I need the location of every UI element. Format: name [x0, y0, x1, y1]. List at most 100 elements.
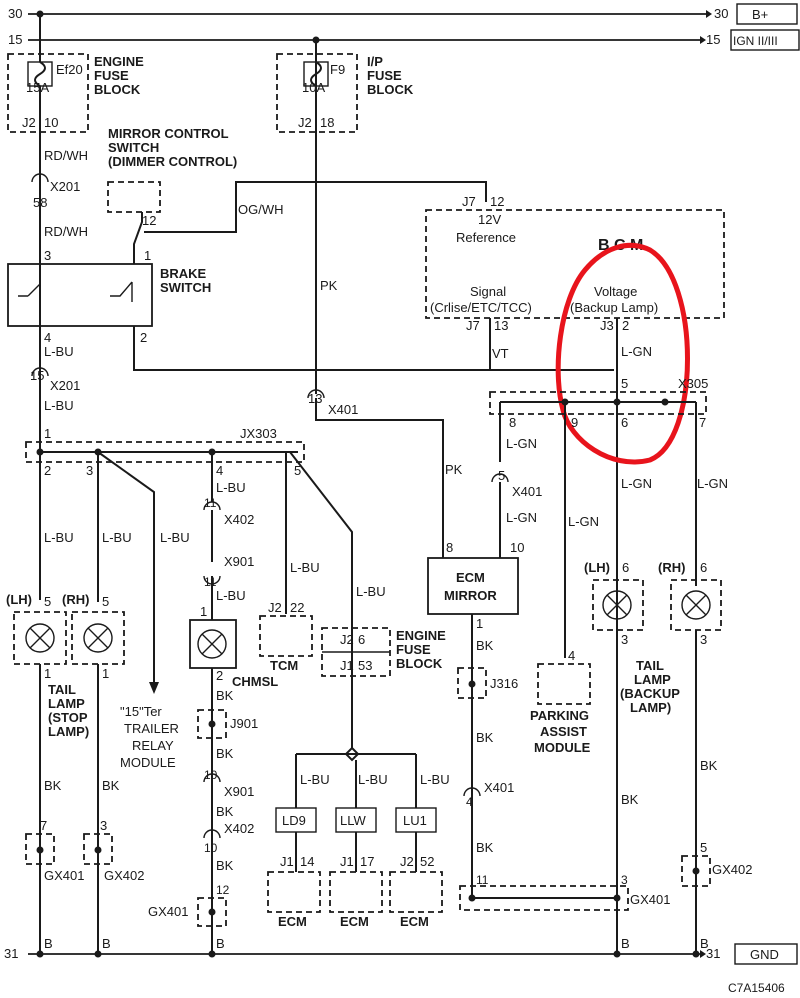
- label-wires-l_bu: L-BU: [356, 584, 386, 599]
- label-pins-x305-0: 8: [509, 415, 516, 430]
- label-bcm-ref_text-0: 12V: [478, 212, 501, 227]
- label-pins-tail_rh-0: 5: [102, 594, 109, 609]
- label-connectors-gx401: GX401: [44, 868, 84, 883]
- label-pins-x305-4: 7: [699, 415, 706, 430]
- label-pins-ecm_mirror-0: 8: [446, 540, 453, 555]
- label-pins-x305-2: 6: [621, 415, 628, 430]
- label-connectors-x402: X402: [224, 512, 254, 527]
- label-components-engine_fuse_block-rows-1-pin: 53: [358, 658, 372, 673]
- label-pins-jx303-1: 2: [44, 463, 51, 478]
- label-bcm-signal_pin: 13: [494, 318, 508, 333]
- label-connectors-gx402: GX402: [712, 862, 752, 877]
- label-wires-bk: BK: [216, 746, 234, 761]
- rail-b-plus-label: B+: [752, 7, 768, 22]
- label-wires-rd_wh: RD/WH: [44, 148, 88, 163]
- ecm-lu1: LU1 J2 52 ECM: [389, 807, 443, 929]
- mirror-control-switch: MIRROR CONTROL SWITCH (DIMMER CONTROL) 1…: [107, 126, 237, 228]
- label-components-ecm_mirror-0: ECM: [456, 570, 485, 585]
- tail-lamp-backup-label: TAIL LAMP (BACKUP LAMP): [620, 658, 680, 715]
- label-pins-jx303-4: 5: [294, 463, 301, 478]
- label-pins-x201_bot: 15: [30, 368, 44, 383]
- tail-lamp-rh: (RH) 5 1: [62, 592, 125, 681]
- rail-b-plus: 30 30 B+: [8, 3, 798, 25]
- label-wires-bk: BK: [216, 804, 234, 819]
- label-components-ecm_splices-2-pin: 52: [420, 854, 434, 869]
- label-connectors-x201: X201: [50, 179, 80, 194]
- label-components-tail_backup-1: LAMP: [634, 672, 671, 687]
- label-pins-jx303-3: 4: [216, 463, 223, 478]
- label-wires-l_gn: L-GN: [697, 476, 728, 491]
- label-components-trailer-0: "15"Ter: [120, 704, 162, 719]
- label-wires-bk: BK: [700, 758, 718, 773]
- label-bcm-voltage_text-0: Voltage: [594, 284, 637, 299]
- label-wires-bk: BK: [44, 778, 62, 793]
- label-wires-l_gn: L-GN: [568, 514, 599, 529]
- label-components-ecm_splices-2-name: ECM: [400, 914, 429, 929]
- ecm-ld9: LD9 J1 14 ECM: [267, 807, 321, 929]
- label-brake_switch-pins-2: 4: [44, 330, 51, 345]
- label-wires-b: B: [621, 936, 630, 951]
- label-wires-l_bu: L-BU: [300, 772, 330, 787]
- label-fuse_f9-title-2: BLOCK: [367, 82, 414, 97]
- label-pins-backup_rh-1: 3: [700, 632, 707, 647]
- label-wires-l_gn: L-GN: [506, 436, 537, 451]
- label-components-tail_backup-0: TAIL: [636, 658, 664, 673]
- label-connectors-gx401: GX401: [630, 892, 670, 907]
- label-connectors-x201: X201: [50, 378, 80, 393]
- label-brake_switch-pins-1: 1: [144, 248, 151, 263]
- label-pins-x305-3: 5: [621, 376, 628, 391]
- label-wires-bk: BK: [476, 638, 494, 653]
- label-connectors-x402: X402: [224, 821, 254, 836]
- label-pins-pam: 4: [568, 648, 575, 663]
- label-wires-l_bu: L-BU: [44, 530, 74, 545]
- label-fuse_f9-pin: 18: [320, 115, 334, 130]
- label-components-ecm_mirror-1: MIRROR: [444, 588, 497, 603]
- fuse-ef20: Ef20 15A J2 10 ENGINE FUSE BLOCK: [7, 14, 144, 600]
- label-fuse_f9-name: F9: [330, 62, 345, 77]
- label-fuse_ef20-name: Ef20: [56, 62, 83, 77]
- label-mirror_switch-title-2: (DIMMER CONTROL): [108, 154, 237, 169]
- rail-ign-label: IGN II/III: [733, 34, 778, 48]
- label-components-tail_backup-2: (BACKUP: [620, 686, 680, 701]
- label-components-ecm_splices-0-name: ECM: [278, 914, 307, 929]
- label-pins-x305-1: 9: [571, 415, 578, 430]
- label-connectors-x305: X305: [678, 376, 708, 391]
- label-rails-b_plus-node: 30: [714, 6, 728, 21]
- label-connectors-x901: X901: [224, 784, 254, 799]
- label-wires-l_bu: L-BU: [160, 530, 190, 545]
- label-bcm-signal_conn: J7: [466, 318, 480, 333]
- label-connectors-j316: J316: [490, 676, 518, 691]
- label-wires-l_bu: L-BU: [102, 530, 132, 545]
- label-components-engine_fuse_block-title-2: BLOCK: [396, 656, 443, 671]
- label-components-engine_fuse_block-title-0: ENGINE: [396, 628, 446, 643]
- label-rails-ign-node: 15: [706, 32, 720, 47]
- label-wires-bk: BK: [216, 688, 234, 703]
- label-mirror_switch-title-0: MIRROR CONTROL: [108, 126, 229, 141]
- label-components-ecm_splices-1-name: ECM: [340, 914, 369, 929]
- label-wires-l_bu: L-BU: [290, 560, 320, 575]
- label-fuse_f9-conn: J2: [298, 115, 312, 130]
- label-components-chmsl: CHMSL: [232, 674, 278, 689]
- label-pins-backup_lh-1: 3: [621, 632, 628, 647]
- label-components-tcm-pin: 22: [290, 600, 304, 615]
- gx401-right-bus: 11 3 GX401: [459, 873, 670, 911]
- label-bcm-voltage_pin: 2: [622, 318, 629, 333]
- label-bcm-voltage_conn: J3: [600, 318, 614, 333]
- label-wires-bk: BK: [621, 792, 639, 807]
- label-wires-b: B: [44, 936, 53, 951]
- label-rails-ign-node: 15: [8, 32, 22, 47]
- label-fuse_f9-amps: 10A: [302, 80, 325, 95]
- label-wires-bk: BK: [102, 778, 120, 793]
- label-wires-l_gn: L-GN: [621, 476, 652, 491]
- label-wires-l_bu: L-BU: [358, 772, 388, 787]
- label-fuse_ef20-amps: 15A: [26, 80, 49, 95]
- label-components-pam-1: ASSIST: [540, 724, 587, 739]
- label-pins-jx303-2: 3: [86, 463, 93, 478]
- label-pins-tail_rh-1: 1: [102, 666, 109, 681]
- label-fuse_ef20-conn: J2: [22, 115, 36, 130]
- label-components-rh: (RH): [658, 560, 685, 575]
- label-components-engine_fuse_block-rows-0-pin: 6: [358, 632, 365, 647]
- label-fuse_ef20-title-2: BLOCK: [94, 82, 141, 97]
- label-mirror_switch-title-1: SWITCH: [108, 140, 159, 155]
- label-connectors-x901: X901: [224, 554, 254, 569]
